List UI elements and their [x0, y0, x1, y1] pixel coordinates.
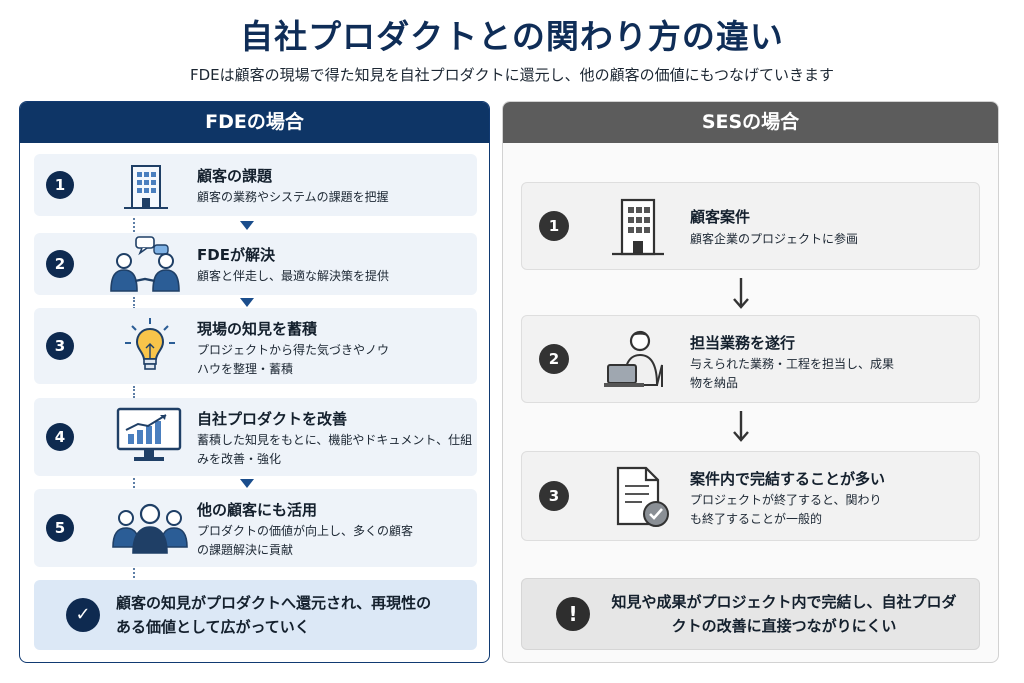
- step-title: FDEが解決: [197, 246, 275, 264]
- step-number: 4: [46, 423, 74, 451]
- ses-step-2: 2 担当業務を遂行 与えられた業務・工程を担当し、成果物を納品: [521, 315, 980, 403]
- lightbulb-icon: [125, 318, 175, 370]
- fde-step-3: 3 現場の知見を蓄積 プロジェクトから得た気づきやノウハウを整理・蓄積: [34, 308, 477, 384]
- check-circle-icon: ✓: [66, 598, 100, 632]
- people-group-icon: [112, 503, 188, 554]
- connector-dots: [133, 386, 135, 398]
- flow-arrow: [733, 411, 749, 442]
- step-number: 1: [46, 171, 74, 199]
- building-icon: [124, 165, 168, 209]
- discussion-icon: [110, 236, 180, 292]
- step-desc: プロダクトの価値が向上し、多くの顧客の課題解決に貢献: [197, 524, 414, 557]
- ses-panel-header: SESの場合: [503, 102, 998, 143]
- step-desc: プロジェクトが終了すると、関わりも終了することが一般的: [690, 493, 882, 526]
- ses-step-1: 1 顧客案件 顧客企業のプロジェクトに参画: [521, 182, 980, 270]
- fde-summary: ✓ 顧客の知見がプロダクトへ還元され、再現性のある価値として広がっていく: [34, 580, 477, 650]
- ses-panel: SESの場合 1 顧客案件 顧客企業のプロジェクトに参画 2 担当業務を遂行: [502, 101, 999, 663]
- step-title: 他の顧客にも活用: [197, 501, 318, 519]
- fde-summary-text: 顧客の知見がプロダクトへ還元され、再現性のある価値として広がっていく: [116, 594, 432, 636]
- fde-step-5: 5 他の顧客にも活用 プロダクトの価値が向上し、多くの顧客の課題解決に貢献: [34, 489, 477, 567]
- fde-panel-header: FDEの場合: [20, 102, 489, 143]
- step-number: 2: [539, 344, 569, 374]
- page-subtitle: FDEは顧客の現場で得た知見を自社プロダクトに還元し、他の顧客の価値にもつなげて…: [189, 66, 835, 84]
- flow-arrow: [240, 479, 254, 488]
- step-title: 顧客案件: [690, 208, 751, 226]
- step-desc: 与えられた業務・工程を担当し、成果物を納品: [690, 357, 895, 390]
- step-title: 案件内で完結することが多い: [690, 470, 886, 488]
- step-number: 5: [46, 514, 74, 542]
- step-desc: 顧客の業務やシステムの課題を把握: [197, 190, 389, 204]
- step-number: 3: [46, 332, 74, 360]
- step-desc: プロジェクトから得た気づきやノウハウを整理・蓄積: [197, 343, 390, 376]
- step-number: 3: [539, 481, 569, 511]
- step-title: 現場の知見を蓄積: [197, 320, 318, 338]
- ses-step-3: 3 案件内で完結することが多い プロジェクトが終了すると、関わりも終了することが…: [521, 451, 980, 541]
- flow-arrow: [240, 298, 254, 307]
- person-laptop-icon: [604, 330, 663, 387]
- step-number: 1: [539, 211, 569, 241]
- step-title: 自社プロダクトを改善: [197, 410, 348, 428]
- flow-arrow: [733, 278, 749, 309]
- ses-summary: ! 知見や成果がプロジェクト内で完結し、自社プロダクトの改善に直接つながりにくい: [521, 578, 980, 650]
- step-number: 2: [46, 250, 74, 278]
- building-icon: [612, 198, 664, 256]
- step-title: 担当業務を遂行: [690, 334, 796, 352]
- document-check-icon: [616, 466, 669, 527]
- fde-step-4: 4 自社プロダクトを改善 蓄積した知見をもとに、機能やドキュメント、仕組みを改善…: [34, 398, 477, 476]
- connector-dots: [133, 297, 135, 309]
- fde-step-1: 1 顧客の課題 顧客の業務やシステムの課題を把握: [34, 154, 477, 216]
- step-desc: 顧客と伴走し、最適な解決策を提供: [197, 269, 390, 283]
- connector-dots: [133, 478, 135, 488]
- ses-summary-text: 知見や成果がプロジェクト内で完結し、自社プロダクトの改善に直接つながりにくい: [611, 593, 957, 635]
- fde-step-2: 2 FDEが解決 顧客と伴走し、最適な解決策を提供: [34, 233, 477, 295]
- page-title: 自社プロダクトとの関わり方の違い: [240, 17, 784, 56]
- step-desc: 蓄積した知見をもとに、機能やドキュメント、仕組みを改善・強化: [197, 433, 473, 466]
- monitor-chart-icon: [116, 407, 182, 461]
- connector-dots: [133, 218, 135, 232]
- flow-arrow: [240, 221, 254, 230]
- connector-dots: [133, 568, 135, 578]
- step-title: 顧客の課題: [197, 167, 273, 185]
- step-desc: 顧客企業のプロジェクトに参画: [690, 232, 859, 246]
- fde-panel: FDEの場合 1 顧客の課題 顧客の業務やシステムの課題を把握 2 FDEが解: [19, 101, 490, 663]
- exclamation-circle-icon: !: [556, 597, 590, 631]
